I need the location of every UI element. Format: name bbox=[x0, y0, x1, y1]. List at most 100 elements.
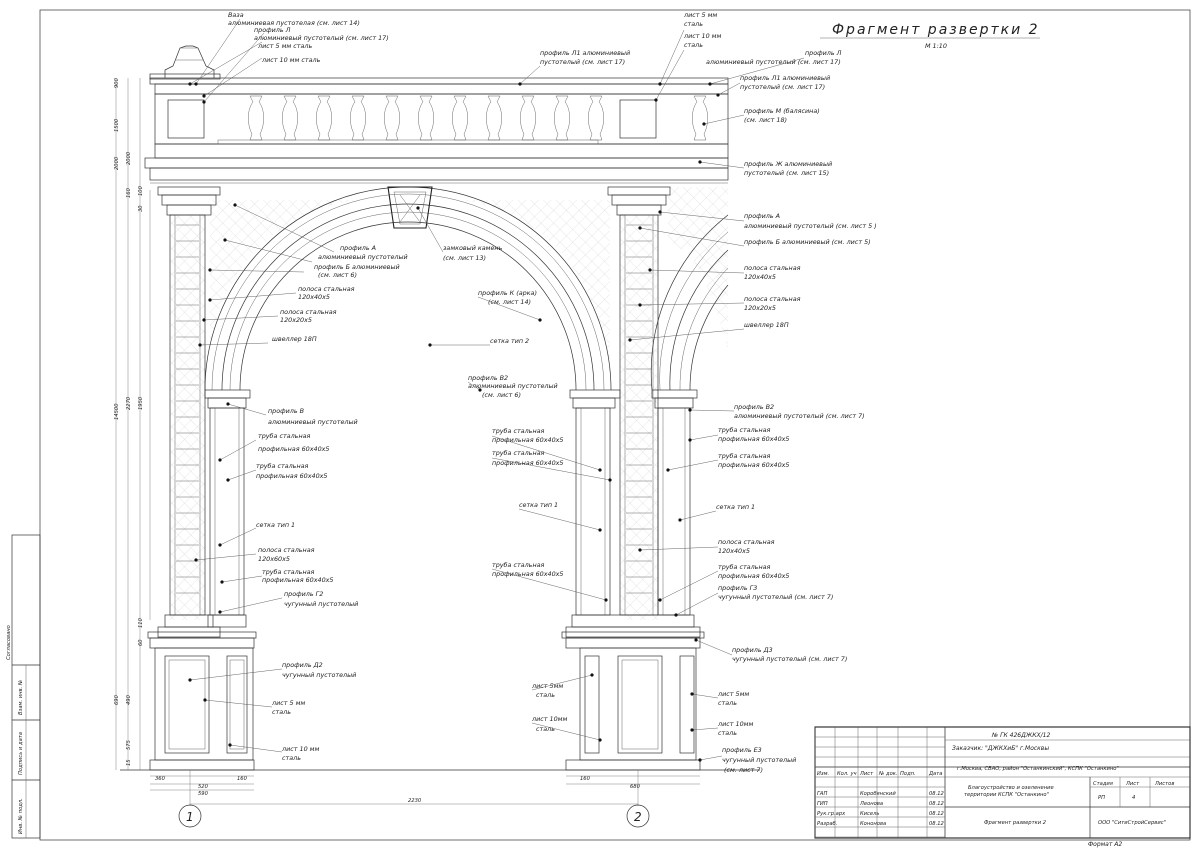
right-callout: лист 10мм bbox=[717, 720, 753, 728]
left-callout: лист 5 мм bbox=[271, 699, 305, 707]
left-callout: 120х60х5 bbox=[258, 555, 290, 563]
doc-number: № ГК 426ДЖКХ/12 bbox=[991, 732, 1050, 739]
left-callout: алюминиевый пустотелый bbox=[318, 253, 408, 261]
center-callout: труба стальная bbox=[492, 427, 545, 435]
baluster bbox=[452, 95, 468, 141]
left-callout: 120х40х5 bbox=[298, 293, 330, 301]
sheet-value: 4 bbox=[1132, 795, 1135, 801]
right-callout: сталь bbox=[718, 699, 737, 707]
dim-label: 30 bbox=[138, 205, 144, 212]
baluster bbox=[384, 95, 400, 141]
center-callout: профиль Л1 алюминиевый bbox=[540, 49, 630, 57]
dim-2230: 2230 bbox=[408, 798, 422, 804]
left-callout: алюминиевый пустотелый bbox=[268, 418, 358, 426]
address: г.Москва, СВАО, район "Останкинский", КС… bbox=[957, 766, 1119, 772]
right-callout: чугунный пустотелый bbox=[722, 756, 796, 764]
baluster bbox=[692, 95, 708, 141]
left-callout: полоса стальная bbox=[298, 285, 355, 293]
right-callout: профильная 60х40х5 bbox=[718, 572, 789, 580]
right-callout: 120х40х5 bbox=[744, 273, 776, 281]
tb-role: Рук.гр.арх bbox=[817, 811, 846, 817]
center-callout: алюминиевый пустотелый bbox=[468, 382, 558, 390]
paper-format: Формат А2 bbox=[1088, 841, 1122, 848]
right-callout: труба стальная bbox=[718, 452, 771, 460]
left-callout: труба стальная bbox=[256, 462, 309, 470]
left-callout: профиль Д2 bbox=[282, 661, 323, 669]
dim-label: 2270 bbox=[126, 396, 132, 410]
right-callout: труба стальная bbox=[718, 426, 771, 434]
left-callout: 120х20х5 bbox=[280, 316, 312, 324]
right-callout: пустотелый (см. лист 17) bbox=[740, 83, 825, 91]
tb-col-header: Кол. уч bbox=[837, 771, 857, 777]
right-callout: профиль М (балясина) bbox=[744, 107, 820, 115]
dim-label: 690 bbox=[114, 694, 120, 705]
dim-label: 60 bbox=[138, 639, 144, 646]
left-callout: алюминиевая пустотелая (см. лист 14) bbox=[228, 19, 360, 27]
right-callout: профиль В2 bbox=[734, 403, 774, 411]
tb-date: 08.12 bbox=[929, 821, 944, 827]
right-callout: чугунный пустотелый (см. лист 7) bbox=[732, 655, 847, 663]
keystone bbox=[387, 186, 433, 229]
attic-panel-right bbox=[619, 99, 657, 139]
baluster bbox=[248, 95, 264, 141]
right-callout: профиль Л bbox=[805, 49, 842, 57]
axis-2-label: 2 bbox=[634, 810, 642, 824]
dim-590: 590 bbox=[198, 791, 209, 797]
right-callout: (см. лист 18) bbox=[744, 116, 787, 124]
center-callout: сталь bbox=[536, 725, 555, 733]
sheet-frame bbox=[39, 9, 1191, 841]
stage-value: РП bbox=[1098, 795, 1105, 801]
dim-label: 490 bbox=[126, 694, 132, 705]
right-callout: полоса стальная bbox=[744, 264, 801, 272]
right-callout: профиль А bbox=[744, 212, 780, 220]
stage-label: Стадия bbox=[1093, 781, 1113, 787]
side-stamp: Согласовано Взам. инв. № Подпись и дата … bbox=[6, 534, 41, 839]
center-callout: профиль К (арка) bbox=[478, 289, 537, 297]
dim-label: 900 bbox=[114, 77, 120, 88]
baluster bbox=[486, 95, 502, 141]
center-callout: профильная 60х40х5 bbox=[492, 570, 563, 578]
tb-col-header: Лист bbox=[859, 771, 874, 777]
baluster bbox=[554, 95, 570, 141]
center-callout: лист 5 мм bbox=[683, 11, 717, 19]
left-callout: сталь bbox=[282, 754, 301, 762]
right-callout: профильная 60х40х5 bbox=[718, 435, 789, 443]
right-callout: лист 5мм bbox=[717, 690, 749, 698]
right-callout: полоса стальная bbox=[744, 295, 801, 303]
drawing-scale: М 1:10 bbox=[925, 42, 947, 50]
baluster bbox=[418, 95, 434, 141]
bottom-dimensions: 360 520 590 160 160 680 2230 bbox=[150, 770, 700, 806]
right-callout: алюминиевый пустотелый (см. лист 5 ) bbox=[744, 222, 877, 230]
center-callout: пустотелый (см. лист 17) bbox=[540, 58, 625, 66]
tb-col-header: Изм. bbox=[817, 771, 829, 777]
tb-date: 08.12 bbox=[929, 791, 944, 797]
sheet-title: Фрагмент развертки 2 bbox=[984, 820, 1046, 826]
arch-partial-right bbox=[650, 214, 729, 391]
dim-160-left: 160 bbox=[237, 776, 248, 782]
tb-col-header: Подп. bbox=[900, 771, 916, 777]
sheet-label: Лист bbox=[1125, 781, 1140, 787]
right-callout: профиль Е3 bbox=[722, 746, 762, 754]
dim-label: 160 bbox=[126, 187, 132, 198]
stamp-replace-inv: Взам. инв. № bbox=[18, 680, 24, 715]
center-callout: сетка тип 1 bbox=[519, 501, 558, 509]
right-callout: профиль Б алюминиевый (см. лист 5) bbox=[744, 238, 871, 246]
dim-360: 360 bbox=[155, 776, 166, 782]
center-callout: труба стальная bbox=[492, 561, 545, 569]
left-callout: (см. лист 6) bbox=[318, 271, 357, 279]
dim-label: 14500 bbox=[114, 403, 120, 420]
baluster bbox=[282, 95, 298, 141]
right-callout: швеллер 18П bbox=[744, 321, 789, 329]
pilaster-left-inner bbox=[204, 389, 251, 628]
baluster bbox=[520, 95, 536, 141]
pier-center bbox=[561, 186, 705, 771]
left-callout: профильная 60х40х5 bbox=[256, 472, 327, 480]
center-callout: сетка тип 2 bbox=[490, 337, 529, 345]
right-callout: профиль Д3 bbox=[732, 646, 773, 654]
tb-date: 08.12 bbox=[929, 801, 944, 807]
